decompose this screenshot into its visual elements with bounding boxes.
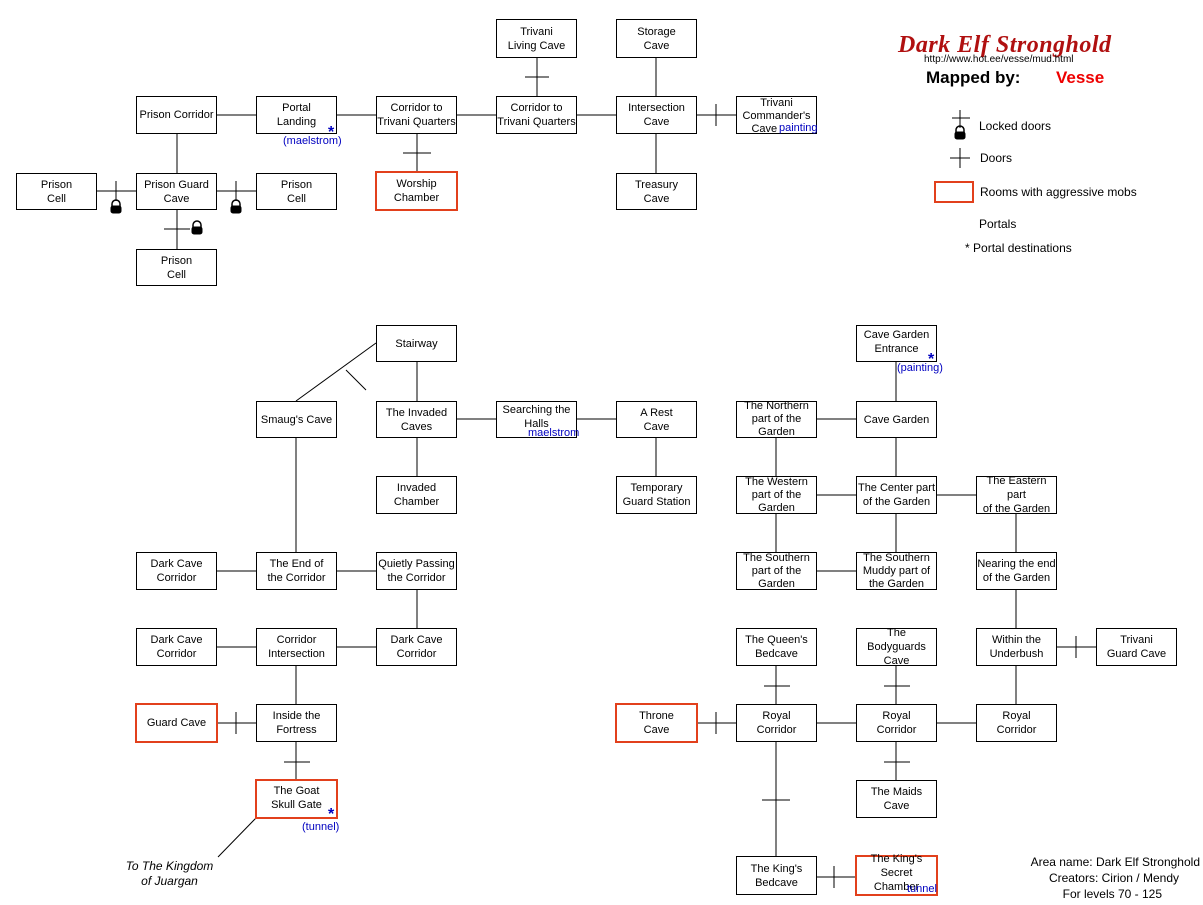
portal-destination-star: * — [928, 351, 935, 368]
map-url: http://www.hot.ee/vesse/mud.html — [924, 54, 1074, 65]
padlock-icon — [954, 125, 966, 140]
legend-aggressive-swatch — [934, 181, 974, 203]
padlock-icon — [110, 199, 122, 214]
portal-destination-star: * — [328, 806, 335, 823]
painting-destination-label: (painting) — [897, 362, 943, 374]
mapped-by-label: Mapped by: — [926, 68, 1021, 87]
legend-aggressive: Rooms with aggressive mobs — [980, 185, 1137, 199]
legend-star: * — [965, 241, 970, 255]
legend-portals: Portals — [979, 217, 1017, 231]
room-guard-cave[interactable]: Guard Cave — [135, 703, 218, 743]
legend-portal-destinations: * Portal destinations — [965, 241, 1072, 255]
legend-portal-destinations-label: Portal destinations — [973, 241, 1072, 255]
maelstrom-destination-label: (maelstrom) — [283, 135, 342, 147]
legend-locked-doors: Locked doors — [979, 119, 1052, 133]
mapper-name: Vesse — [1056, 68, 1105, 87]
room-prison-corridor[interactable]: Prison Corridor — [136, 96, 217, 134]
footer-levels: For levels 70 - 125 — [1062, 887, 1162, 901]
maelstrom-portal-label: maelstrom — [528, 427, 580, 439]
padlock-icon — [191, 220, 203, 235]
painting-portal-label: painting — [779, 122, 818, 134]
padlock-icon — [230, 199, 242, 214]
room-cave-garden[interactable]: Cave Garden — [856, 401, 937, 438]
room-smaugs-cave[interactable]: Smaug's Cave — [256, 401, 337, 438]
footer-creators: Creators: Cirion / Mendy — [1048, 871, 1179, 885]
tunnel-destination-label: (tunnel) — [302, 821, 340, 833]
footer-area-name: Area name: Dark Elf Stronghold — [1030, 855, 1200, 869]
legend-doors: Doors — [980, 151, 1013, 165]
tunnel-portal-label: tunnel — [907, 883, 937, 895]
map-title: Dark Elf Stronghold — [898, 32, 1112, 58]
portal-destination-star: * — [328, 124, 335, 141]
room-stairway[interactable]: Stairway — [376, 325, 457, 362]
